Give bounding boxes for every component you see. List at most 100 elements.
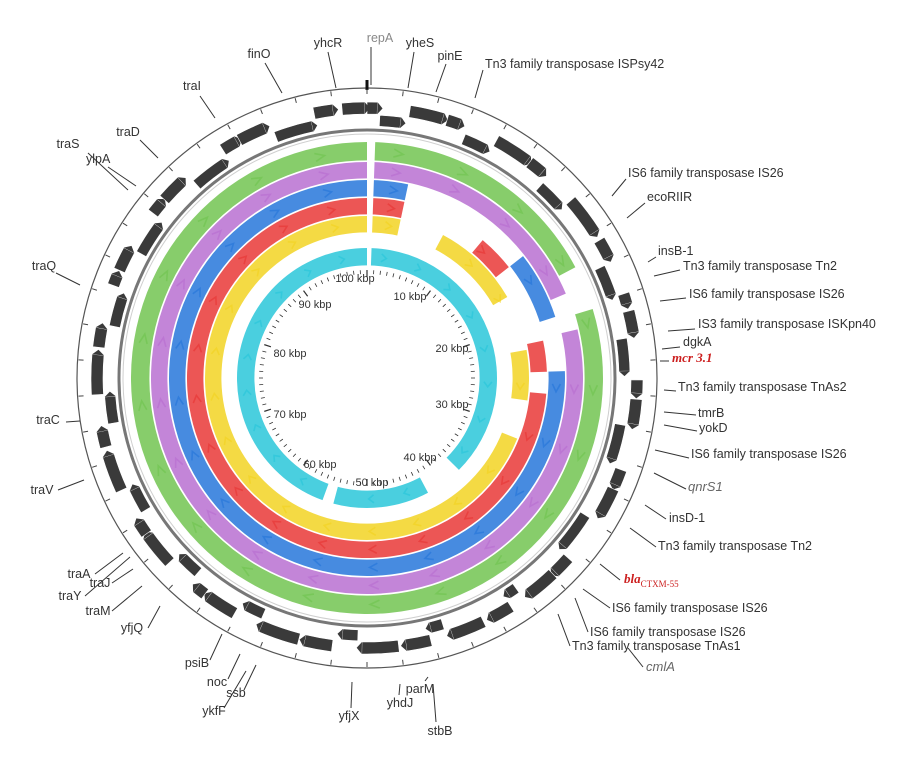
scale-label: 90 kbp bbox=[298, 299, 331, 311]
gene-label: traI bbox=[183, 79, 201, 93]
gene-arrow-head bbox=[154, 222, 164, 230]
ring-blue-segment bbox=[509, 256, 556, 323]
gene-label-text: ecoRIIR bbox=[647, 190, 692, 204]
ring-blue-edge bbox=[185, 196, 549, 560]
gene-label: IS6 family transposase IS26 bbox=[628, 166, 784, 180]
ring-green-chevron bbox=[494, 554, 507, 566]
minor-tick bbox=[392, 478, 395, 483]
minor-tick bbox=[410, 471, 414, 476]
minor-tick bbox=[442, 448, 447, 453]
minor-tick bbox=[259, 390, 264, 392]
ring-cyan-edge bbox=[254, 265, 480, 491]
gene-label: traD bbox=[116, 125, 140, 139]
gene-arrow-head bbox=[482, 144, 490, 155]
gene-label-text: traC bbox=[36, 413, 60, 427]
gene-arrow bbox=[630, 379, 644, 394]
ring-red-chevron bbox=[463, 511, 474, 520]
minor-tick bbox=[404, 474, 408, 479]
gene-arrow bbox=[366, 101, 378, 115]
minor-tick bbox=[346, 271, 348, 276]
outer-tick bbox=[122, 529, 128, 534]
gene-arrow-head bbox=[256, 620, 264, 632]
gene-arrow-head bbox=[117, 293, 128, 300]
minor-tick bbox=[469, 357, 474, 359]
outer-tick bbox=[294, 97, 297, 104]
scale-label: 30 kbp bbox=[435, 399, 468, 411]
gene-label-text: repA bbox=[367, 31, 394, 45]
gene-arrow bbox=[428, 618, 445, 634]
minor-tick bbox=[259, 364, 264, 366]
ring-purple-chevron bbox=[157, 335, 167, 348]
gene-arrow bbox=[108, 295, 128, 329]
minor-tick bbox=[308, 465, 312, 470]
minor-tick bbox=[283, 308, 288, 313]
outer-tick bbox=[503, 124, 507, 130]
ring-green-chevron bbox=[250, 176, 264, 187]
minor-tick bbox=[346, 480, 348, 485]
gene-arrow-head bbox=[605, 293, 617, 300]
gene-arrow bbox=[404, 634, 433, 652]
minor-tick bbox=[266, 337, 271, 341]
gene-arrow-head bbox=[425, 622, 432, 633]
gene-label-text: tmrB bbox=[698, 406, 724, 420]
outer-tick bbox=[402, 659, 404, 665]
gene-label: yhdJ bbox=[387, 696, 413, 710]
minor-tick bbox=[392, 273, 395, 278]
ring-blue-chevron bbox=[523, 274, 533, 286]
ring-blue-chevron bbox=[261, 535, 273, 545]
gene-label: yfjX bbox=[339, 709, 361, 723]
gene-arrow bbox=[258, 620, 301, 646]
minor-tick bbox=[410, 280, 414, 285]
minor-tick bbox=[339, 273, 342, 278]
gene-arrow-head bbox=[177, 177, 186, 186]
gene-arrow bbox=[378, 114, 402, 129]
gene-label: IS6 family transposase IS26 bbox=[590, 625, 746, 639]
outer-tick bbox=[227, 124, 231, 130]
gene-arrow-head bbox=[627, 331, 640, 338]
minor-tick bbox=[308, 286, 312, 291]
gene-arrow bbox=[622, 309, 640, 335]
leader-line bbox=[654, 449, 690, 459]
gene-label: traC bbox=[36, 413, 60, 427]
ring-blue-chevron bbox=[551, 383, 562, 394]
ring-cyan-chevron bbox=[479, 344, 489, 353]
leader-line bbox=[599, 563, 621, 581]
minor-tick bbox=[454, 433, 459, 437]
ring-yellow-segment bbox=[509, 349, 529, 401]
ring-blue-chevron bbox=[367, 562, 379, 572]
gene-label-text: IS6 family transposase IS26 bbox=[612, 601, 768, 615]
ring-cyan-chevron bbox=[461, 446, 469, 454]
leader-line bbox=[227, 653, 241, 680]
ring-cyan-segment bbox=[236, 248, 367, 501]
gene-arrow bbox=[129, 486, 151, 514]
ring-red-chevron bbox=[326, 206, 337, 216]
gene-arrow-head bbox=[262, 122, 270, 134]
ring-yellow-chevron bbox=[248, 475, 257, 484]
ring-yellow-chevron bbox=[330, 223, 340, 234]
gene-arrow bbox=[96, 429, 113, 449]
gene-arrow-head bbox=[441, 113, 448, 125]
ring-green-chevron bbox=[581, 317, 591, 330]
ring-cyan-segment bbox=[370, 248, 498, 470]
gene-arrow bbox=[92, 326, 108, 349]
gene-label-text: dgkA bbox=[683, 335, 712, 349]
gene-arrow-head bbox=[620, 302, 633, 309]
gene-arrow bbox=[361, 639, 400, 655]
gene-label-text: traD bbox=[116, 125, 140, 139]
leader-line bbox=[327, 51, 337, 89]
outer-tick bbox=[83, 323, 89, 326]
ring-green-chevron bbox=[368, 599, 381, 609]
ring-blue-segment bbox=[169, 180, 566, 577]
gene-label: qnrS1 bbox=[688, 479, 723, 494]
ring-purple-chevron bbox=[449, 183, 461, 193]
outer-tick bbox=[227, 626, 231, 632]
ring-purple-chevron bbox=[211, 229, 223, 240]
minor-tick bbox=[386, 480, 388, 485]
outer-tick bbox=[623, 254, 629, 258]
minor-tick bbox=[297, 457, 302, 462]
gene-label-text: traJ bbox=[90, 576, 111, 590]
gene-label: traM bbox=[86, 604, 111, 618]
ring-green-chevron bbox=[314, 152, 327, 163]
gene-arrow-head bbox=[221, 158, 229, 169]
ring-blue-chevron bbox=[388, 185, 400, 195]
